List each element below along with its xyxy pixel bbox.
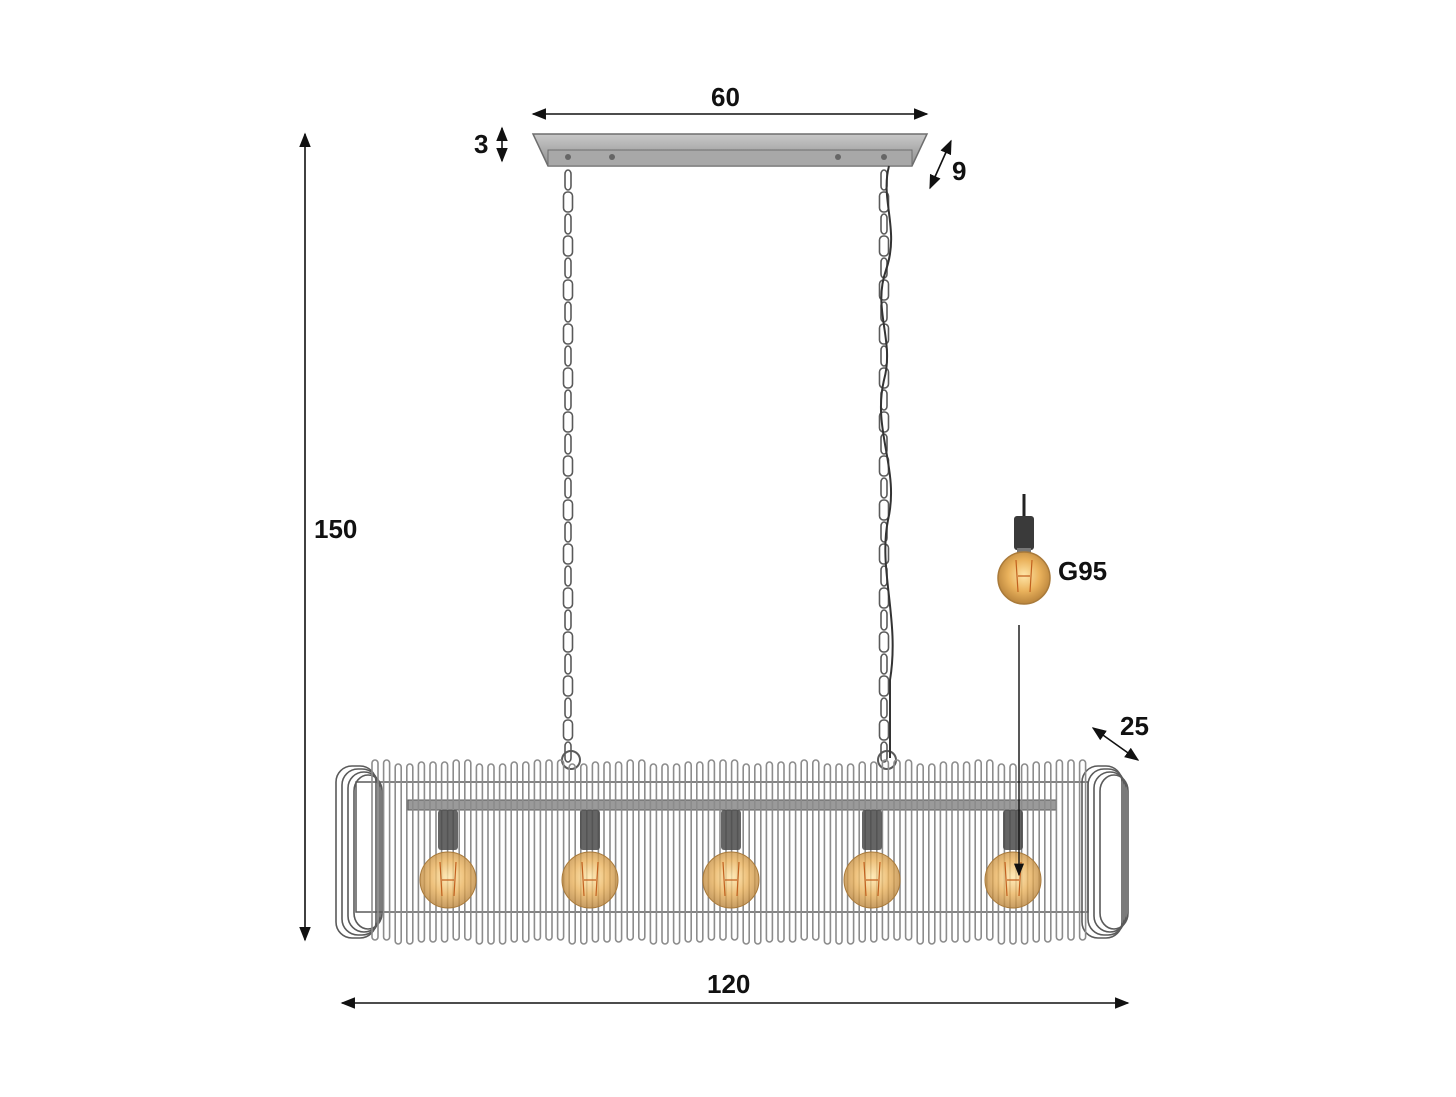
ceiling-canopy [531, 133, 929, 167]
light-bulbs [419, 810, 1042, 909]
shade-depth-label: 25 [1120, 711, 1149, 741]
dimension-lines [299, 108, 1140, 1009]
bulb [702, 810, 760, 909]
g95-bulb-illustration [997, 494, 1051, 877]
suspension-chains [561, 169, 897, 770]
power-cable [880, 165, 894, 758]
canopy-width-label: 60 [711, 82, 740, 112]
bulb [419, 810, 477, 909]
shade-length-label: 120 [707, 969, 751, 999]
total-height-label: 150 [314, 514, 358, 544]
canopy-height-label: 3 [474, 129, 489, 159]
bulb [843, 810, 901, 909]
canopy-depth-label: 9 [952, 156, 967, 186]
shade-depth-line [1091, 727, 1140, 761]
bulb [561, 810, 619, 909]
chain [561, 169, 581, 770]
chain [877, 169, 897, 770]
canopy-depth-line [929, 139, 952, 190]
wire-cage-shade [335, 759, 1129, 945]
bulb [984, 810, 1042, 909]
bulb-type-label: G95 [1058, 556, 1108, 586]
